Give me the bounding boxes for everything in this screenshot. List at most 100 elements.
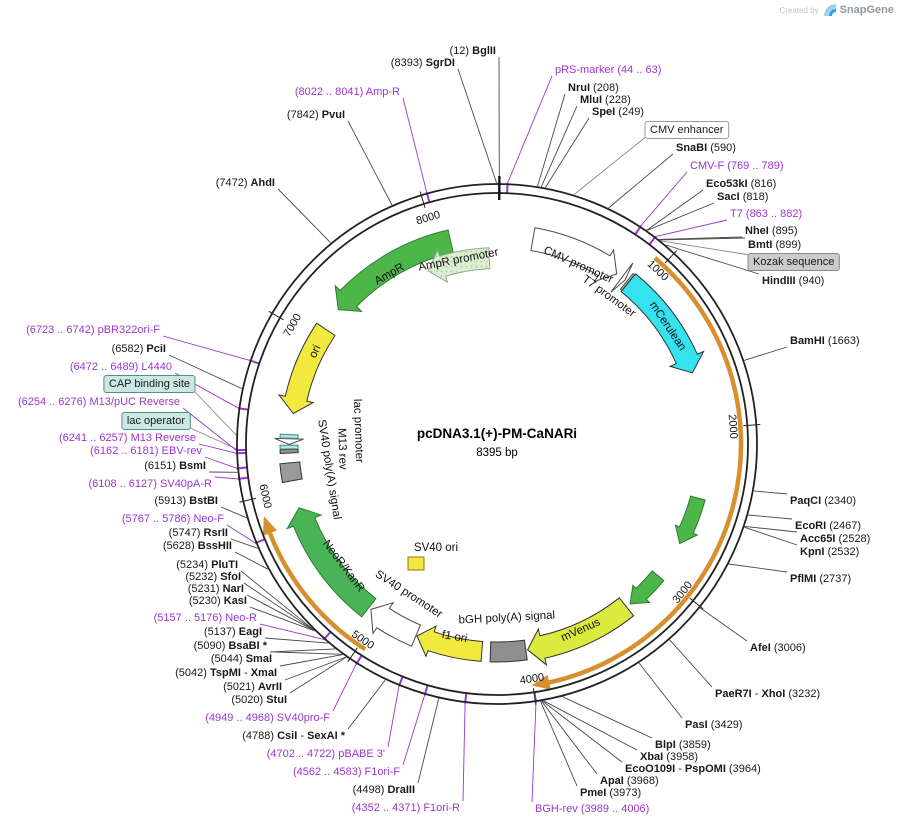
- cmv-enhancer-label[interactable]: CMV enhancer: [644, 121, 730, 139]
- acc65i-label[interactable]: Acc65I (2528): [800, 533, 870, 545]
- ori-el-feature[interactable]: [277, 322, 336, 415]
- sv40-promoter-feature[interactable]: [370, 601, 422, 647]
- bsshii-label[interactable]: (5628) BssHII: [163, 540, 232, 552]
- m13-puc-reverse-label[interactable]: (6254 .. 6276) M13/pUC Reverse: [18, 396, 180, 408]
- kpni-text-part: KpnI: [800, 546, 824, 558]
- sv40-ori-label[interactable]: SV40 ori: [414, 542, 458, 554]
- snabi-label[interactable]: SnaBI (590): [676, 142, 736, 154]
- ecori-label[interactable]: EcoRI (2467): [795, 520, 861, 532]
- eco53ki-label[interactable]: Eco53kI (816): [706, 178, 776, 190]
- cap-binding-site-label[interactable]: CAP binding site: [103, 375, 196, 393]
- pmei-label[interactable]: PmeI (3973): [580, 787, 641, 799]
- f1ori-f-label[interactable]: (4562 .. 4583) F1ori-F: [293, 766, 400, 778]
- cmv-promoter-feature[interactable]: [530, 227, 618, 283]
- neor-kanr-feature[interactable]: [285, 507, 377, 618]
- paer7i-xhoi-label[interactable]: PaeR7I - XhoI (3232): [715, 688, 820, 700]
- mlui-label[interactable]: MluI (228): [580, 94, 631, 106]
- neo-r-label[interactable]: (5157 .. 5176) Neo-R: [154, 612, 257, 624]
- nrui-leader-line: [537, 93, 566, 187]
- afei-label[interactable]: AfeI (3006): [750, 642, 806, 654]
- amp-r-label[interactable]: (8022 .. 8041) Amp-R: [295, 86, 400, 98]
- pvui-label[interactable]: (7842) PvuI: [287, 109, 345, 121]
- ampr-feature[interactable]: [334, 229, 454, 313]
- rsrii-label[interactable]: (5747) RsrII: [169, 527, 228, 539]
- cap-binding-el-feature[interactable]: [279, 433, 299, 440]
- draiii-label[interactable]: (4498) DraIII: [353, 784, 415, 796]
- bstbi-text-part: (5913): [154, 495, 189, 507]
- bamhi-label[interactable]: BamHI (1663): [790, 335, 860, 347]
- pbabe-3-label[interactable]: (4702 .. 4722) pBABE 3': [267, 748, 385, 760]
- m13-reverse-label[interactable]: (6241 .. 6257) M13 Reverse: [59, 432, 196, 444]
- element-1-feature[interactable]: [674, 495, 706, 545]
- f1ori-f-text-part: F1ori-F: [365, 766, 401, 778]
- nhei-label[interactable]: NheI (895): [745, 225, 798, 237]
- cmv-f-label[interactable]: CMV-F (769 .. 789): [690, 160, 784, 172]
- m13-rev-label[interactable]: M13 rev: [335, 428, 348, 470]
- orf-arc-2-feature[interactable]: [267, 532, 367, 652]
- t7-primer-label[interactable]: T7 (863 .. 882): [730, 208, 802, 220]
- avrii-label[interactable]: (5021) AvrII: [223, 681, 282, 693]
- m13-rev-feature[interactable]: [279, 448, 299, 455]
- orf-arc-1-feature[interactable]: [531, 674, 551, 690]
- sv40pa-r-label[interactable]: (6108 .. 6127) SV40pA-R: [88, 478, 212, 490]
- kpni-label[interactable]: KpnI (2532): [800, 546, 859, 558]
- bglii-label[interactable]: (12) BglII: [450, 45, 496, 57]
- kasi-label[interactable]: (5230) KasI: [189, 595, 247, 607]
- l4440-label[interactable]: (6472 .. 6489) L4440: [70, 361, 172, 373]
- ahdi-label[interactable]: (7472) AhdI: [216, 177, 275, 189]
- csii-sexai-label[interactable]: (4788) CsiI - SexAI *: [242, 730, 345, 742]
- lac-operator-label[interactable]: lac operator: [121, 412, 191, 430]
- svg-text:BlpI (3859): BlpI (3859): [655, 739, 711, 751]
- mcerulean-feature[interactable]: [620, 273, 705, 374]
- orf-arc-2-feature[interactable]: [262, 516, 277, 536]
- xbai-label[interactable]: XbaI (3958): [640, 751, 698, 763]
- eagi-label[interactable]: (5137) EagI: [204, 626, 262, 638]
- t7-promoter-feature[interactable]: [610, 262, 634, 293]
- lac-operator-el-feature[interactable]: [279, 444, 299, 450]
- pluti-label[interactable]: (5234) PluTI: [176, 559, 238, 571]
- f1-ori-label[interactable]: f1 ori: [441, 629, 468, 645]
- spei-label[interactable]: SpeI (249): [592, 106, 644, 118]
- hindiii-label[interactable]: HindIII (940): [762, 275, 824, 287]
- ebv-rev-label[interactable]: (6162 .. 6181) EBV-rev: [90, 445, 202, 457]
- ecoo109i-pspomi-label[interactable]: EcoO109I - PspOMI (3964): [625, 763, 761, 775]
- blpi-label[interactable]: BlpI (3859): [655, 739, 711, 751]
- pbr322ori-f-label[interactable]: (6723 .. 6742) pBR322ori-F: [26, 324, 160, 336]
- lac-promoter-label[interactable]: lac promoter: [351, 399, 365, 463]
- saci-label[interactable]: SacI (818): [717, 191, 768, 203]
- pflmi-label[interactable]: PflMI (2737): [790, 573, 851, 585]
- stui-label[interactable]: (5020) StuI: [231, 694, 287, 706]
- nari-label[interactable]: (5231) NarI: [188, 583, 244, 595]
- element-2-feature[interactable]: [629, 570, 665, 605]
- nrui-label[interactable]: NruI (208): [568, 82, 619, 94]
- sv40pro-f-label[interactable]: (4949 .. 4968) SV40pro-F: [205, 712, 330, 724]
- tick-label-1000: 1000: [645, 258, 671, 283]
- lac-promoter-el-feature[interactable]: [274, 437, 304, 446]
- bgh-polya-label[interactable]: bGH poly(A) signal: [458, 609, 555, 626]
- kozak-sequence-label[interactable]: Kozak sequence: [747, 253, 840, 271]
- ampr-promoter-feature[interactable]: [427, 247, 491, 284]
- bsabi-label[interactable]: (5090) BsaBI *: [194, 640, 268, 652]
- f1-ori-feature[interactable]: [416, 625, 484, 662]
- bmti-label[interactable]: BmtI (899): [748, 239, 801, 251]
- neo-f-label[interactable]: (5767 .. 5786) Neo-F: [122, 513, 224, 525]
- ori-label[interactable]: ori: [307, 343, 323, 360]
- paqci-label[interactable]: PaqCI (2340): [790, 495, 856, 507]
- apai-label[interactable]: ApaI (3968): [600, 775, 659, 787]
- bsmi-label[interactable]: (6151) BsmI: [144, 460, 206, 472]
- sgrdi-label[interactable]: (8393) SgrDI: [391, 57, 455, 69]
- orf-arc-1-feature[interactable]: [548, 256, 744, 685]
- bgh-polya-feature[interactable]: [489, 639, 528, 663]
- prs-marker-label[interactable]: pRS-marker (44 .. 63): [555, 64, 661, 76]
- bgh-rev-label[interactable]: BGH-rev (3989 .. 4006): [535, 803, 649, 815]
- pasi-label[interactable]: PasI (3429): [685, 719, 743, 731]
- tspmi-xmai-label[interactable]: (5042) TspMI - XmaI: [175, 667, 277, 679]
- sv40-polya-feature[interactable]: [279, 461, 303, 484]
- mvenus-feature[interactable]: [526, 597, 635, 667]
- sv40-ori-box-feature[interactable]: [407, 556, 425, 571]
- sfoi-label[interactable]: (5232) SfoI: [185, 571, 241, 583]
- f1ori-r-label[interactable]: (4352 .. 4371) F1ori-R: [352, 802, 460, 814]
- smai-label[interactable]: (5044) SmaI: [211, 653, 272, 665]
- bstbi-label[interactable]: (5913) BstBI: [154, 495, 218, 507]
- pcii-label[interactable]: (6582) PciI: [112, 343, 166, 355]
